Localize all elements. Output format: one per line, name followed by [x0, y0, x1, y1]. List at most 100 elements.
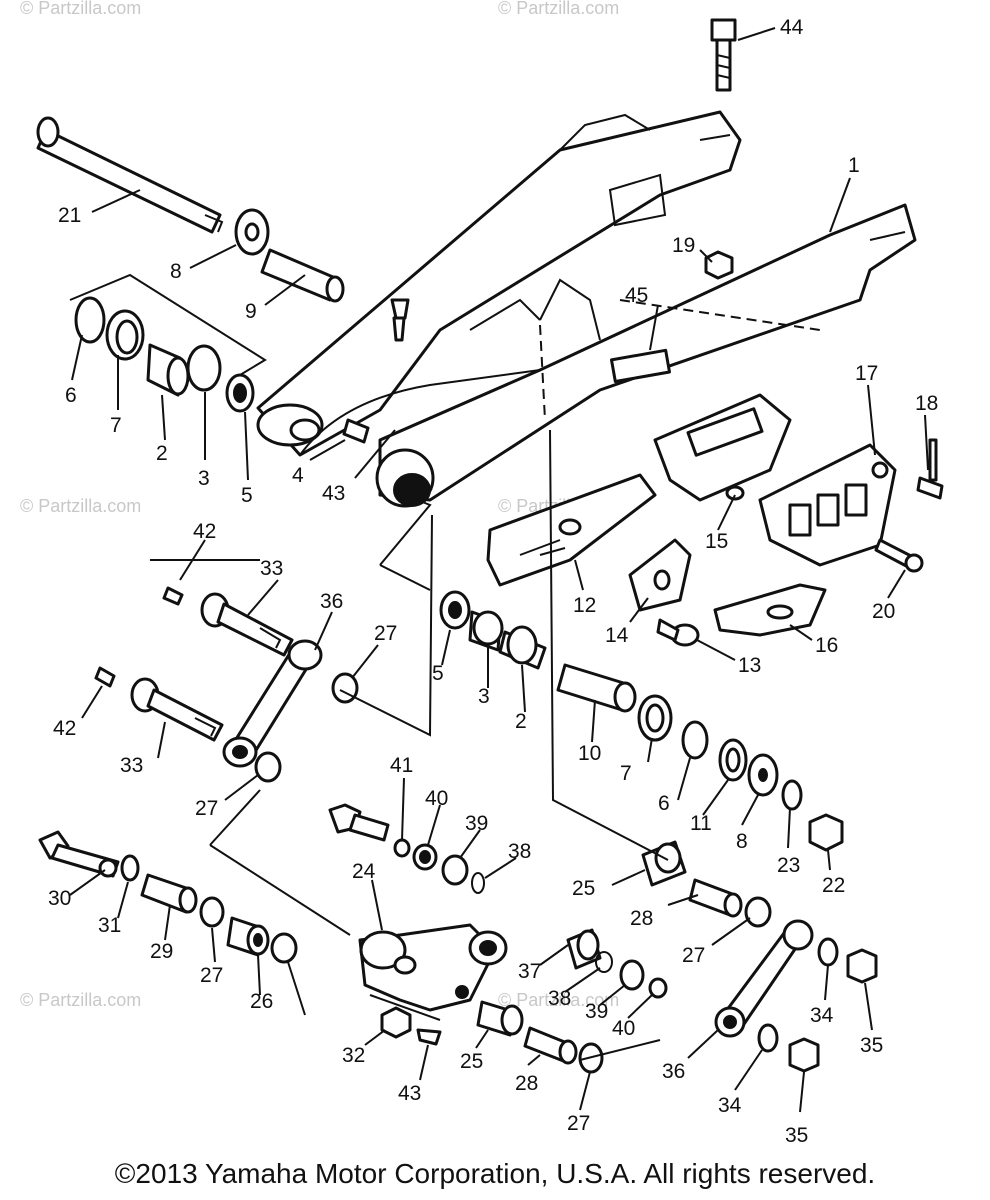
grease-nipple-42-upper [162, 586, 184, 606]
callout-36: 36 [320, 590, 343, 613]
bolt-18 [916, 438, 944, 500]
bolt-33-lower [130, 677, 224, 742]
callout-4: 4 [292, 464, 304, 487]
callout-41: 41 [390, 754, 413, 777]
washer-34-top [817, 937, 839, 967]
callout-27b: 27 [195, 797, 218, 820]
callout-22: 22 [822, 874, 845, 897]
callout-33: 33 [260, 557, 283, 580]
callout-8b: 8 [736, 830, 748, 853]
chain-guide-12 [486, 473, 657, 587]
callout-2: 2 [156, 442, 168, 465]
callout-3: 3 [198, 467, 210, 490]
callout-39b: 39 [585, 1000, 608, 1023]
collar-9 [260, 248, 345, 303]
watermark-top-left: © Partzilla.com [20, 0, 141, 18]
callout-32: 32 [342, 1044, 365, 1067]
swingarm [256, 110, 917, 508]
bolt-4 [342, 418, 370, 444]
callout-43: 43 [322, 482, 345, 505]
collar-25-bottom [476, 1000, 524, 1037]
chain-guide-plate-17 [758, 443, 897, 567]
callout-9: 9 [245, 300, 257, 323]
callout-11: 11 [690, 812, 712, 835]
callout-35b: 35 [785, 1124, 808, 1147]
bolt-33-upper [200, 592, 294, 657]
callout-43b: 43 [398, 1082, 421, 1105]
connecting-rod-36-lower [714, 919, 814, 1038]
callout-27e: 27 [567, 1112, 590, 1135]
washer-8-top [234, 208, 270, 256]
nut-32 [380, 1006, 412, 1039]
callout-5: 5 [241, 484, 253, 507]
copyright-notice: ©2013 Yamaha Motor Corporation, U.S.A. A… [114, 1158, 876, 1189]
relay-arm-24 [358, 923, 508, 1012]
callout-15: 15 [705, 530, 728, 553]
callout-29: 29 [150, 940, 173, 963]
callout-42b: 42 [53, 717, 76, 740]
bolt-30 [38, 830, 120, 878]
collar-29 [140, 873, 198, 914]
leader-lines [69, 27, 929, 1113]
washer-41 [393, 838, 411, 858]
callout-12: 12 [573, 594, 596, 617]
callout-25b: 25 [460, 1050, 483, 1073]
washer-34-bottom [757, 1023, 779, 1053]
callout-30: 30 [48, 887, 71, 910]
callout-20: 20 [872, 600, 895, 623]
bracket-14 [628, 538, 692, 612]
callout-10: 10 [578, 742, 601, 765]
assembly-lines [69, 273, 669, 1061]
callout-3b: 3 [478, 685, 490, 708]
collar-27-e [744, 896, 772, 928]
collar-28-top [688, 878, 743, 918]
connecting-rod-36-upper [222, 639, 323, 768]
callout-18: 18 [915, 392, 938, 415]
callout-7b: 7 [620, 762, 632, 785]
callout-40: 40 [425, 787, 448, 810]
callout-44: 44 [780, 16, 804, 39]
collar-25-top [641, 840, 687, 887]
exploded-parts-diagram: © Partzilla.com © Partzilla.com © Partzi… [20, 0, 944, 1147]
bolt-20 [874, 538, 924, 573]
callout-13: 13 [738, 654, 761, 677]
callout-39: 39 [465, 812, 488, 835]
callout-33b: 33 [120, 754, 143, 777]
callout-16: 16 [815, 634, 838, 657]
callout-27d: 27 [200, 964, 223, 987]
oring-38-bottom [595, 951, 613, 973]
callout-36b: 36 [662, 1060, 685, 1083]
pivot-shaft [36, 116, 224, 234]
callout-38: 38 [508, 840, 531, 863]
callout-28b: 28 [515, 1072, 538, 1095]
chain-guard-15 [653, 393, 792, 502]
nut-19 [704, 250, 734, 280]
callout-5b: 5 [432, 662, 444, 685]
callout-25: 25 [572, 877, 595, 900]
washer-31 [120, 854, 140, 882]
callout-31: 31 [98, 914, 121, 937]
callout-21: 21 [58, 204, 81, 227]
grease-nipple-43-bottom [416, 1028, 442, 1046]
callout-1: 1 [848, 154, 860, 177]
washer-stack-right [637, 694, 844, 852]
callout-35: 35 [860, 1034, 883, 1057]
bearing-40-top [412, 843, 438, 871]
relay-bolt-41 [328, 803, 390, 842]
callout-26: 26 [250, 990, 273, 1013]
callout-23: 23 [777, 854, 800, 877]
collar-27-d [270, 932, 298, 964]
callout-2b: 2 [515, 710, 527, 733]
callout-34: 34 [810, 1004, 834, 1027]
watermark-mid-left: © Partzilla.com [20, 496, 141, 516]
callout-27: 27 [374, 622, 397, 645]
seal-39-bottom [619, 959, 645, 991]
bearing-37 [566, 928, 602, 970]
guide-16 [713, 583, 827, 637]
bearing-40-bottom [648, 977, 668, 999]
bolt-13 [656, 618, 700, 647]
callout-14: 14 [605, 624, 629, 647]
callout-19: 19 [672, 234, 695, 257]
callout-7: 7 [110, 414, 122, 437]
watermark-bottom-left: © Partzilla.com [20, 990, 141, 1010]
